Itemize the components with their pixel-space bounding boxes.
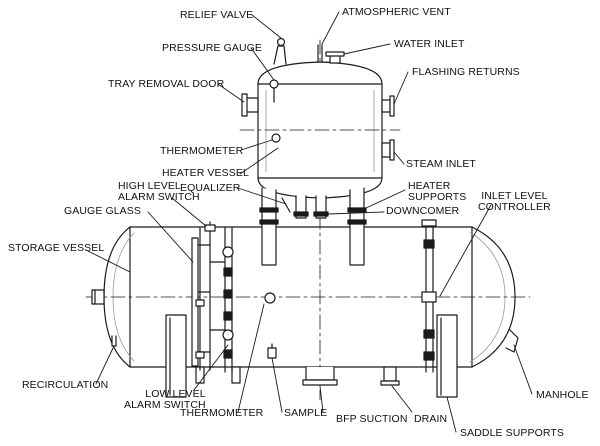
label-heater-vessel: HEATER VESSEL bbox=[162, 167, 249, 179]
label-heater-supports: HEATER SUPPORTS bbox=[408, 180, 467, 203]
label-thermometer-bottom: THERMOMETER bbox=[180, 407, 264, 419]
alarm-switch-column-shape bbox=[209, 227, 234, 373]
level-controller-shape bbox=[421, 219, 437, 373]
water-inlet-nozzle-shape bbox=[325, 51, 345, 64]
leader-lines bbox=[85, 11, 533, 433]
steam-inlet-nozzle-shape bbox=[381, 139, 395, 161]
label-manhole: MANHOLE bbox=[536, 389, 589, 401]
label-thermometer-top: THERMOMETER bbox=[160, 145, 244, 157]
label-inlet-level-controller: INLET LEVEL CONTROLLER bbox=[478, 190, 551, 213]
downcomer-shape bbox=[293, 195, 329, 219]
storage-thermometer-shape bbox=[264, 292, 276, 304]
label-atmospheric-vent: ATMOSPHERIC VENT bbox=[342, 6, 451, 18]
label-low-level-alarm-switch: LOW LEVEL ALARM SWITCH bbox=[124, 388, 206, 411]
label-tray-removal-door: TRAY REMOVAL DOOR bbox=[108, 78, 225, 90]
label-sample: SAMPLE bbox=[284, 407, 328, 419]
heater-thermometer-shape bbox=[271, 133, 281, 143]
relief-valve-shape bbox=[273, 37, 287, 65]
storage-vessel-shape bbox=[85, 39, 531, 401]
label-gauge-glass: GAUGE GLASS bbox=[64, 205, 141, 217]
heater-supports-shape bbox=[259, 187, 367, 266]
label-relief-valve: RELIEF VALVE bbox=[180, 9, 254, 21]
label-pressure-gauge: PRESSURE GAUGE bbox=[162, 42, 263, 54]
label-storage-vessel: STORAGE VESSEL bbox=[8, 242, 105, 254]
label-equalizer: EQUALIZER bbox=[180, 182, 241, 194]
saddle-supports-shape bbox=[165, 314, 458, 398]
bfp-suction-nozzle-shape bbox=[302, 366, 338, 386]
label-high-level-alarm-switch: HIGH LEVEL ALARM SWITCH bbox=[118, 180, 200, 203]
flashing-returns-nozzle-shape bbox=[381, 95, 395, 117]
label-downcomer: DOWNCOMER bbox=[386, 205, 460, 217]
label-water-inlet: WATER INLET bbox=[394, 38, 465, 50]
label-bfp-suction: BFP SUCTION bbox=[336, 413, 408, 425]
heater-vessel-shape bbox=[239, 61, 401, 199]
left-bottom-nozzles-shape bbox=[195, 366, 241, 384]
label-steam-inlet: STEAM INLET bbox=[406, 158, 476, 170]
label-recirculation: RECIRCULATION bbox=[22, 379, 109, 391]
label-flashing-returns: FLASHING RETURNS bbox=[412, 66, 520, 78]
label-saddle-supports: SADDLE SUPPORTS bbox=[460, 427, 565, 439]
tray-removal-door-shape bbox=[241, 93, 259, 117]
equalizer-shape bbox=[281, 197, 291, 213]
gauge-glass-shape bbox=[191, 221, 216, 371]
pressure-gauge-shape bbox=[269, 79, 279, 103]
label-drain: DRAIN bbox=[414, 413, 448, 425]
drain-nozzle-shape bbox=[380, 366, 400, 386]
recirculation-nozzle-shape bbox=[91, 289, 117, 347]
atmospheric-vent-shape bbox=[317, 44, 323, 63]
